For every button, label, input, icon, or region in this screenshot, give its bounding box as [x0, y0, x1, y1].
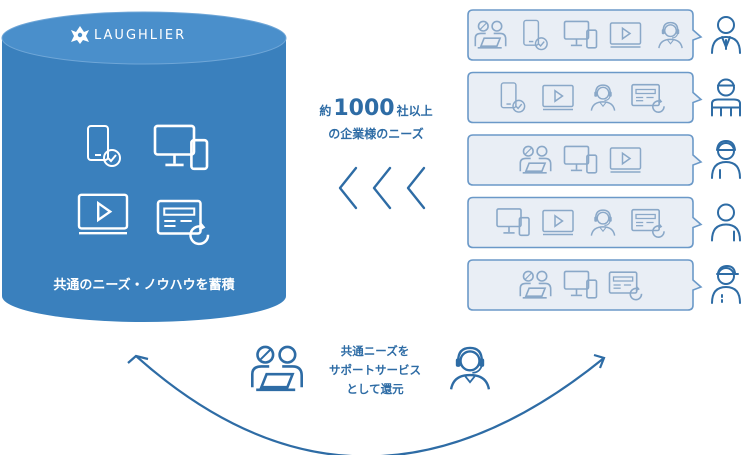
inflow-arrows	[338, 166, 426, 210]
customer-list	[467, 9, 741, 311]
chevron-left-icon	[338, 166, 358, 210]
support-line3: として還元	[346, 382, 404, 396]
needs-line2: の企業様のニーズ	[328, 126, 423, 141]
customer-needs-bubble	[467, 259, 703, 311]
customer-needs-bubble	[467, 196, 703, 249]
customer-row	[467, 196, 741, 249]
support-line2: サポートサービス	[329, 363, 421, 377]
arc-arrowhead-left	[127, 354, 149, 364]
logo-text: LAUGHLIER	[94, 28, 186, 43]
customer-row	[467, 134, 741, 186]
casual-person-icon	[711, 203, 741, 242]
people-laptop-icon	[250, 345, 304, 392]
customer-needs-bubble	[467, 134, 703, 186]
cap-side-person-icon	[711, 265, 741, 304]
knowledge-database: LAUGHLIER 共通のニーズ・ノウハウを蓄積	[1, 11, 287, 322]
customer-row	[467, 259, 741, 311]
support-line1: 共通ニーズを	[341, 344, 409, 358]
operator-headset-icon	[449, 346, 491, 391]
worker-icon	[711, 78, 741, 117]
needs-prefix: 約	[319, 103, 331, 118]
return-arc	[127, 353, 606, 455]
laughlier-logo: LAUGHLIER	[71, 26, 186, 44]
customer-row	[467, 71, 741, 124]
support-return-label: 共通ニーズを サポートサービス として還元	[329, 344, 421, 396]
company-count: 1000	[333, 96, 394, 121]
cap-person-icon	[711, 140, 741, 179]
arc-arrowhead-right	[593, 353, 606, 369]
chevron-left-icon	[372, 166, 392, 210]
chevron-left-icon	[406, 166, 426, 210]
businessman-icon	[711, 16, 741, 54]
logo-mark-icon	[71, 26, 89, 44]
database-caption: 共通のニーズ・ノウハウを蓄積	[53, 277, 235, 293]
customer-needs-bubble	[467, 71, 703, 124]
customer-needs-bubble	[467, 9, 703, 61]
customer-row	[467, 9, 741, 61]
needs-suffix: 社以上	[396, 103, 433, 118]
